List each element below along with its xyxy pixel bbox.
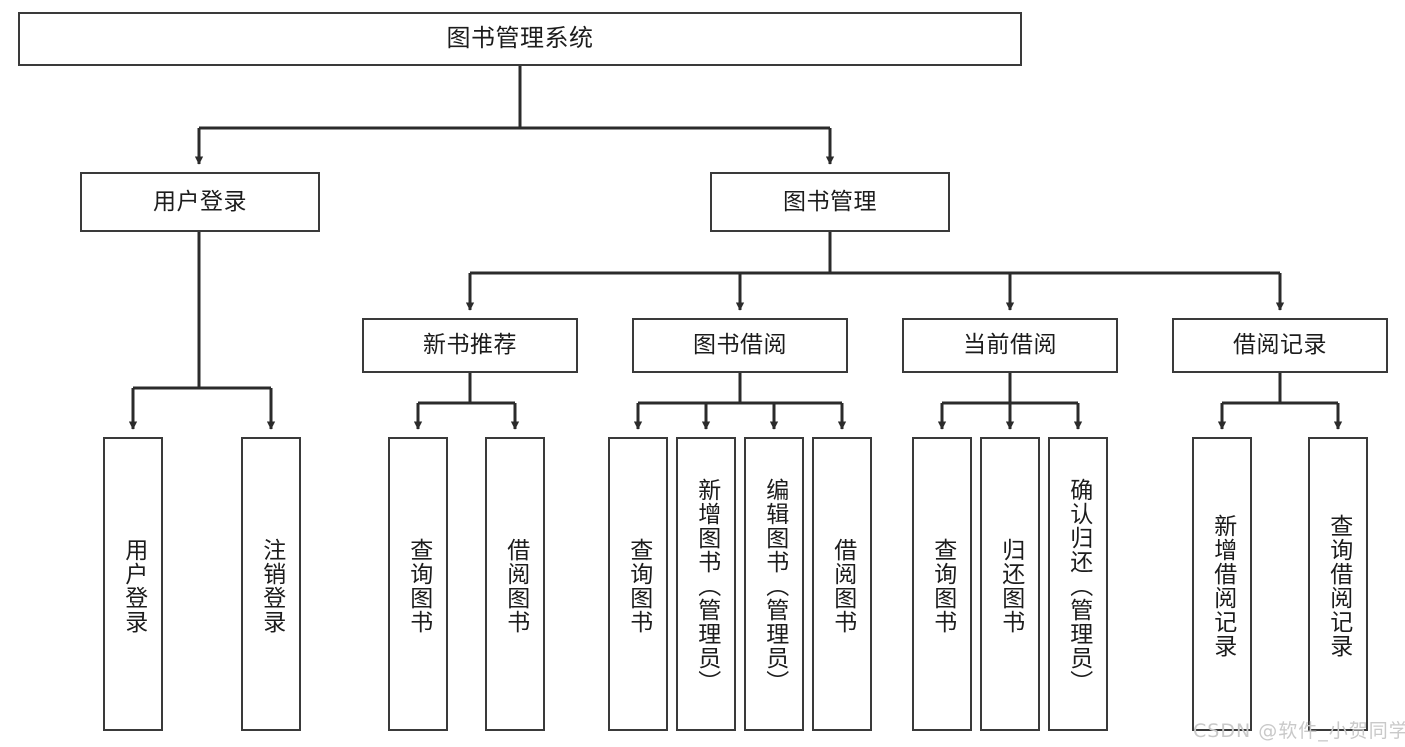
node-leaf-user-login-logout[interactable]: 注销登录 <box>241 437 301 731</box>
node-label: 查询图书 <box>405 538 432 634</box>
node-label: 查询借阅记录 <box>1325 514 1352 658</box>
node-label: 用户登录 <box>153 188 247 215</box>
node-label: 查询图书 <box>625 538 652 634</box>
node-label: 借阅记录 <box>1233 332 1327 359</box>
node-book-management[interactable]: 图书管理 <box>710 172 950 232</box>
node-borrow-record[interactable]: 借阅记录 <box>1172 318 1388 373</box>
node-user-login[interactable]: 用户登录 <box>80 172 320 232</box>
node-leaf-newbook-borrow-book[interactable]: 借阅图书 <box>485 437 545 731</box>
node-leaf-current-confirm-return-admin[interactable]: 确认归还（管理员） <box>1048 437 1108 731</box>
node-leaf-borrow-add-book-admin[interactable]: 新增图书（管理员） <box>676 437 736 731</box>
node-label: 新增借阅记录 <box>1209 514 1236 658</box>
node-new-book-recommend[interactable]: 新书推荐 <box>362 318 578 373</box>
node-label: 图书管理系统 <box>446 24 594 53</box>
node-root-book-management-system[interactable]: 图书管理系统 <box>18 12 1022 66</box>
node-label: 新增图书（管理员） <box>693 478 720 694</box>
node-leaf-borrow-borrow-book[interactable]: 借阅图书 <box>812 437 872 731</box>
node-current-borrow[interactable]: 当前借阅 <box>902 318 1118 373</box>
node-label: 注销登录 <box>258 538 285 634</box>
node-label: 编辑图书（管理员） <box>761 478 788 694</box>
node-label: 确认归还（管理员） <box>1065 478 1092 694</box>
node-book-borrow[interactable]: 图书借阅 <box>632 318 848 373</box>
node-label: 借阅图书 <box>502 538 529 634</box>
node-label: 查询图书 <box>929 538 956 634</box>
node-label: 借阅图书 <box>829 538 856 634</box>
node-leaf-record-add-record[interactable]: 新增借阅记录 <box>1192 437 1252 731</box>
node-label: 当前借阅 <box>963 332 1057 359</box>
node-label: 图书借阅 <box>693 332 787 359</box>
node-label: 新书推荐 <box>423 332 517 359</box>
node-leaf-current-return-book[interactable]: 归还图书 <box>980 437 1040 731</box>
node-label: 用户登录 <box>120 538 147 634</box>
node-label: 归还图书 <box>997 538 1024 634</box>
node-leaf-current-query-book[interactable]: 查询图书 <box>912 437 972 731</box>
node-leaf-record-query-record[interactable]: 查询借阅记录 <box>1308 437 1368 731</box>
node-leaf-borrow-edit-book-admin[interactable]: 编辑图书（管理员） <box>744 437 804 731</box>
node-label: 图书管理 <box>783 188 877 215</box>
node-leaf-user-login-login[interactable]: 用户登录 <box>103 437 163 731</box>
node-leaf-newbook-query-book[interactable]: 查询图书 <box>388 437 448 731</box>
node-leaf-borrow-query-book[interactable]: 查询图书 <box>608 437 668 731</box>
